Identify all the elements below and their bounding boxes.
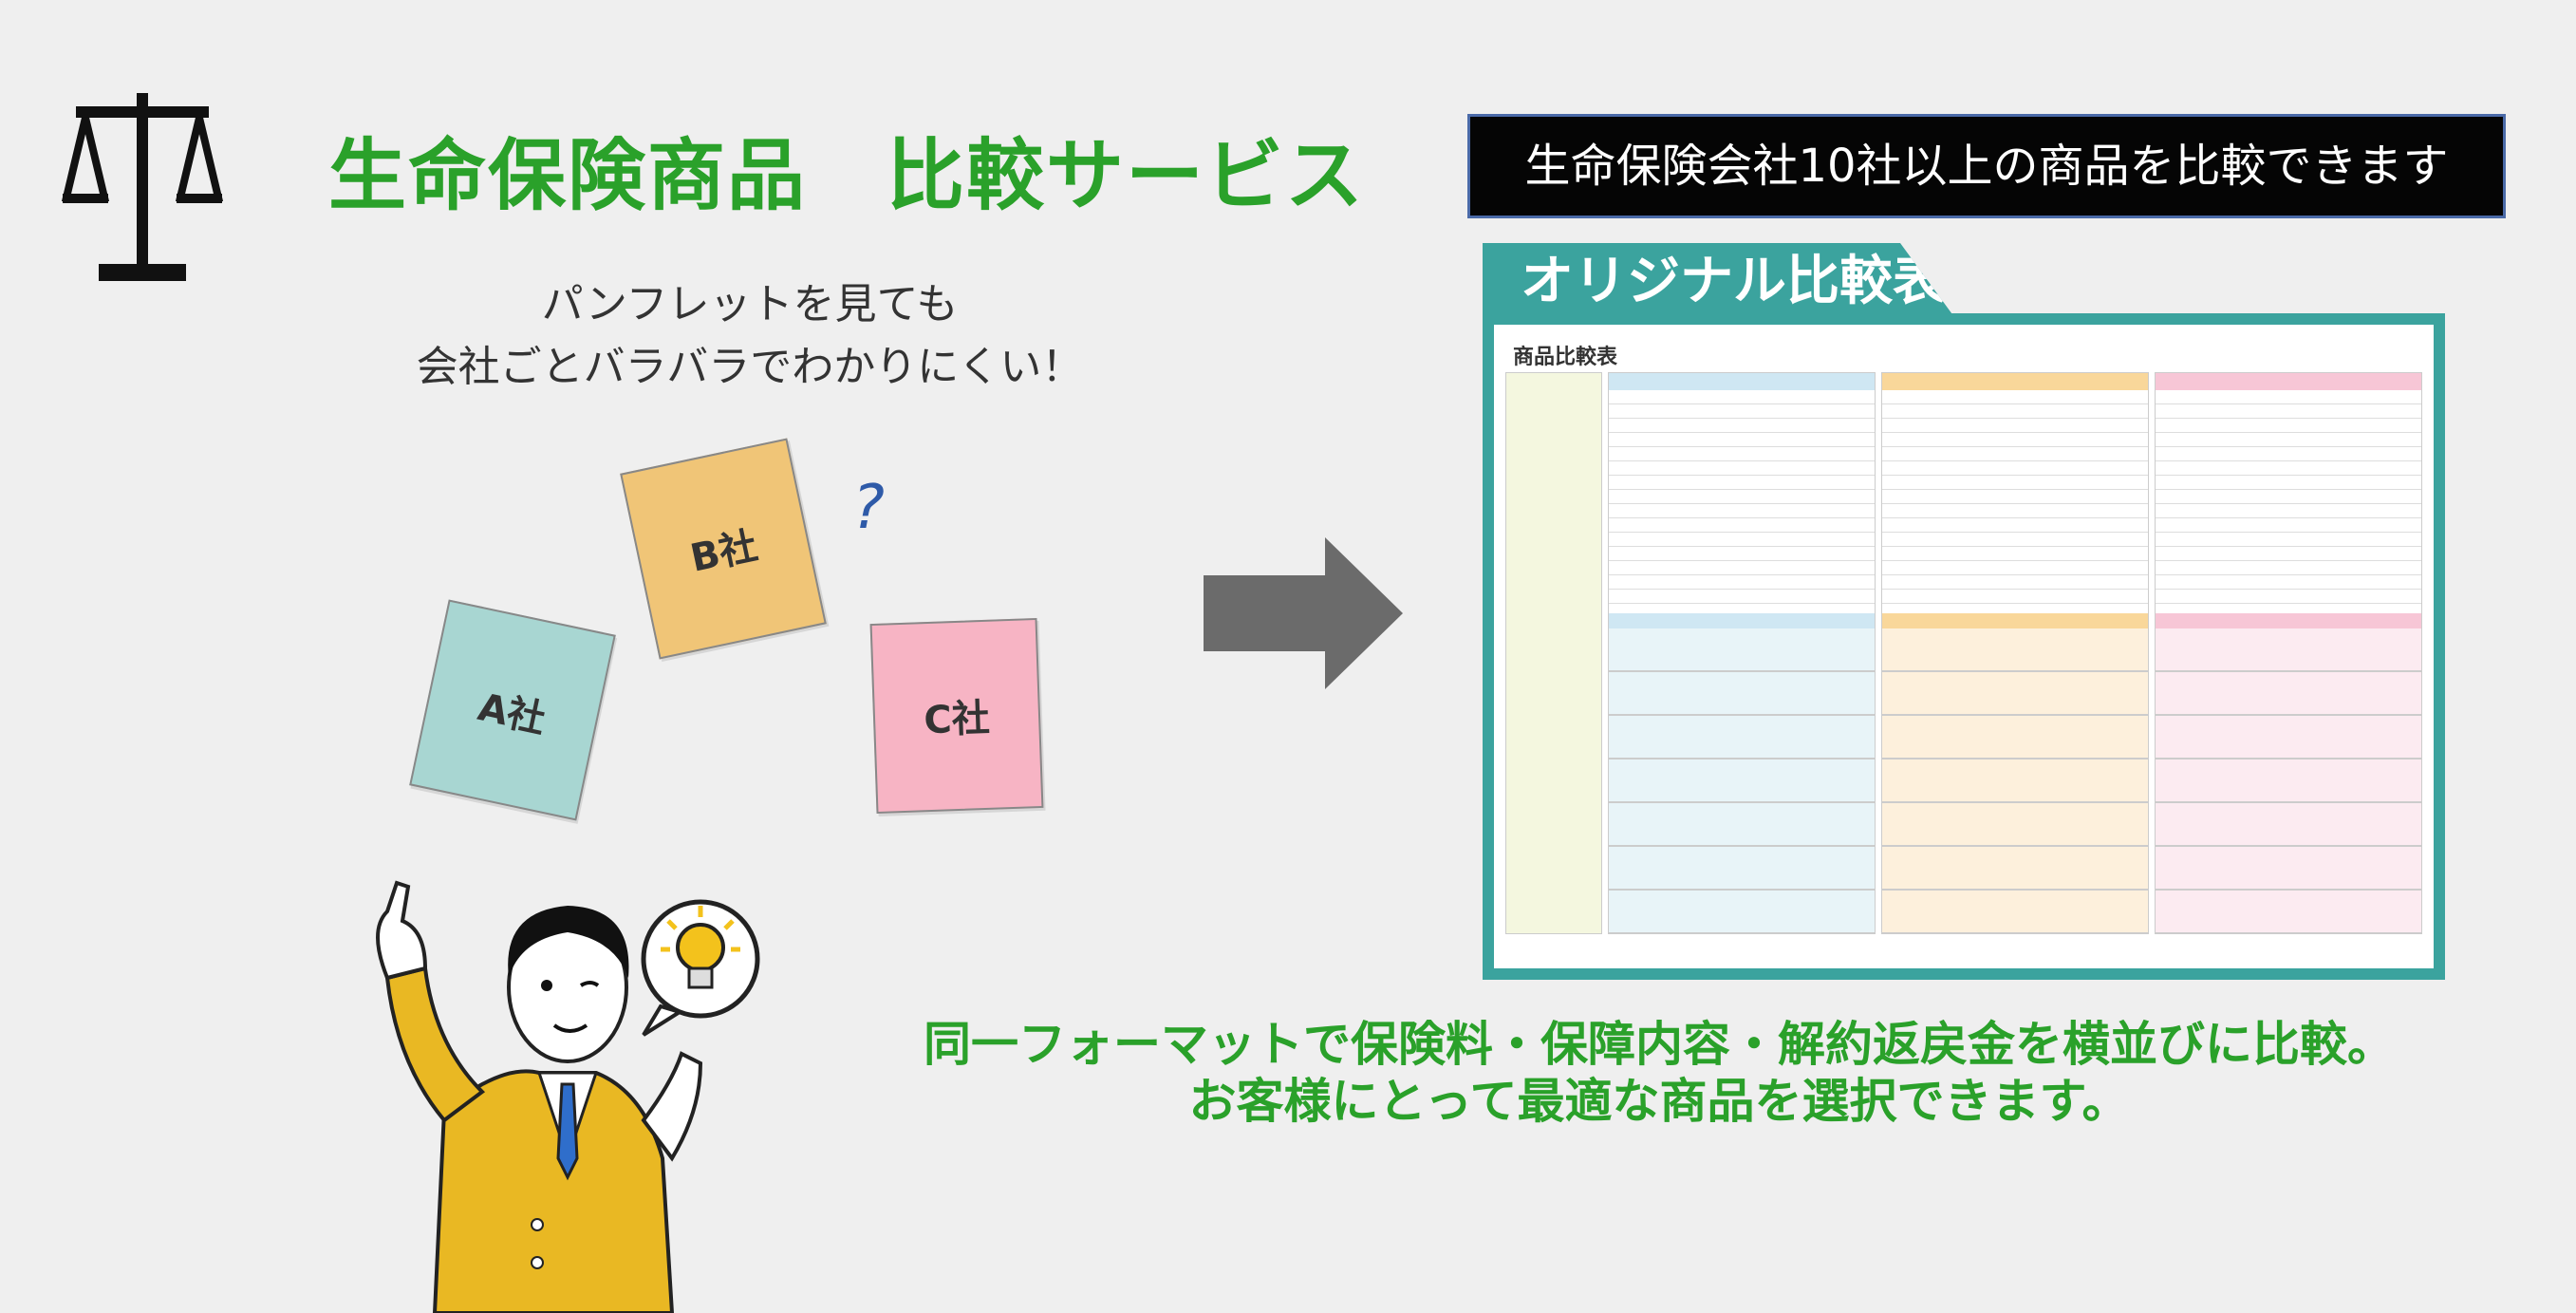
feature-banner: 生命保険会社10社以上の商品を比較できます xyxy=(1467,114,2506,218)
sheet-column-3 xyxy=(2155,372,2422,934)
benefit-text: 同一フォーマットで保険料・保障内容・解約返戻金を横並びに比較。 お客様にとって最… xyxy=(824,1016,2494,1130)
question-mark: ? xyxy=(852,473,885,543)
company-card-b: B社 xyxy=(620,438,827,660)
sheet-label-column xyxy=(1505,372,1602,934)
sheet-column-1 xyxy=(1608,372,1876,934)
card-label: C社 xyxy=(923,696,991,743)
balance-scale-icon xyxy=(61,93,224,281)
page-title: 生命保険商品 比較サービス xyxy=(328,130,1366,221)
sheet-column-2 xyxy=(1881,372,2149,934)
subtitle: パンフレットを見ても 会社ごとバラバラでわかりにくい！ xyxy=(370,273,1129,399)
right-arrow-icon xyxy=(1204,537,1403,689)
benefit-line-1: 同一フォーマットで保険料・保障内容・解約返戻金を横並びに比較。 xyxy=(924,1017,2395,1072)
comparison-sheet: 商品比較表 xyxy=(1483,313,2445,980)
company-card-c: C社 xyxy=(869,617,1044,815)
lightbulb-icon xyxy=(641,899,760,1037)
businessman-illustration xyxy=(376,880,760,1313)
sheet-heading: 商品比較表 xyxy=(1513,346,1618,369)
subtitle-line-2: 会社ごとバラバラでわかりにくい！ xyxy=(416,343,1084,391)
card-label: B社 xyxy=(686,524,762,581)
benefit-line-2: お客様にとって最適な商品を選択できます。 xyxy=(1188,1074,2130,1129)
subtitle-line-1: パンフレットを見ても xyxy=(541,280,959,328)
comparison-sheet-tab: オリジナル比較表 xyxy=(1483,243,1957,321)
company-card-a: A社 xyxy=(409,599,616,821)
card-label: A社 xyxy=(474,685,550,742)
